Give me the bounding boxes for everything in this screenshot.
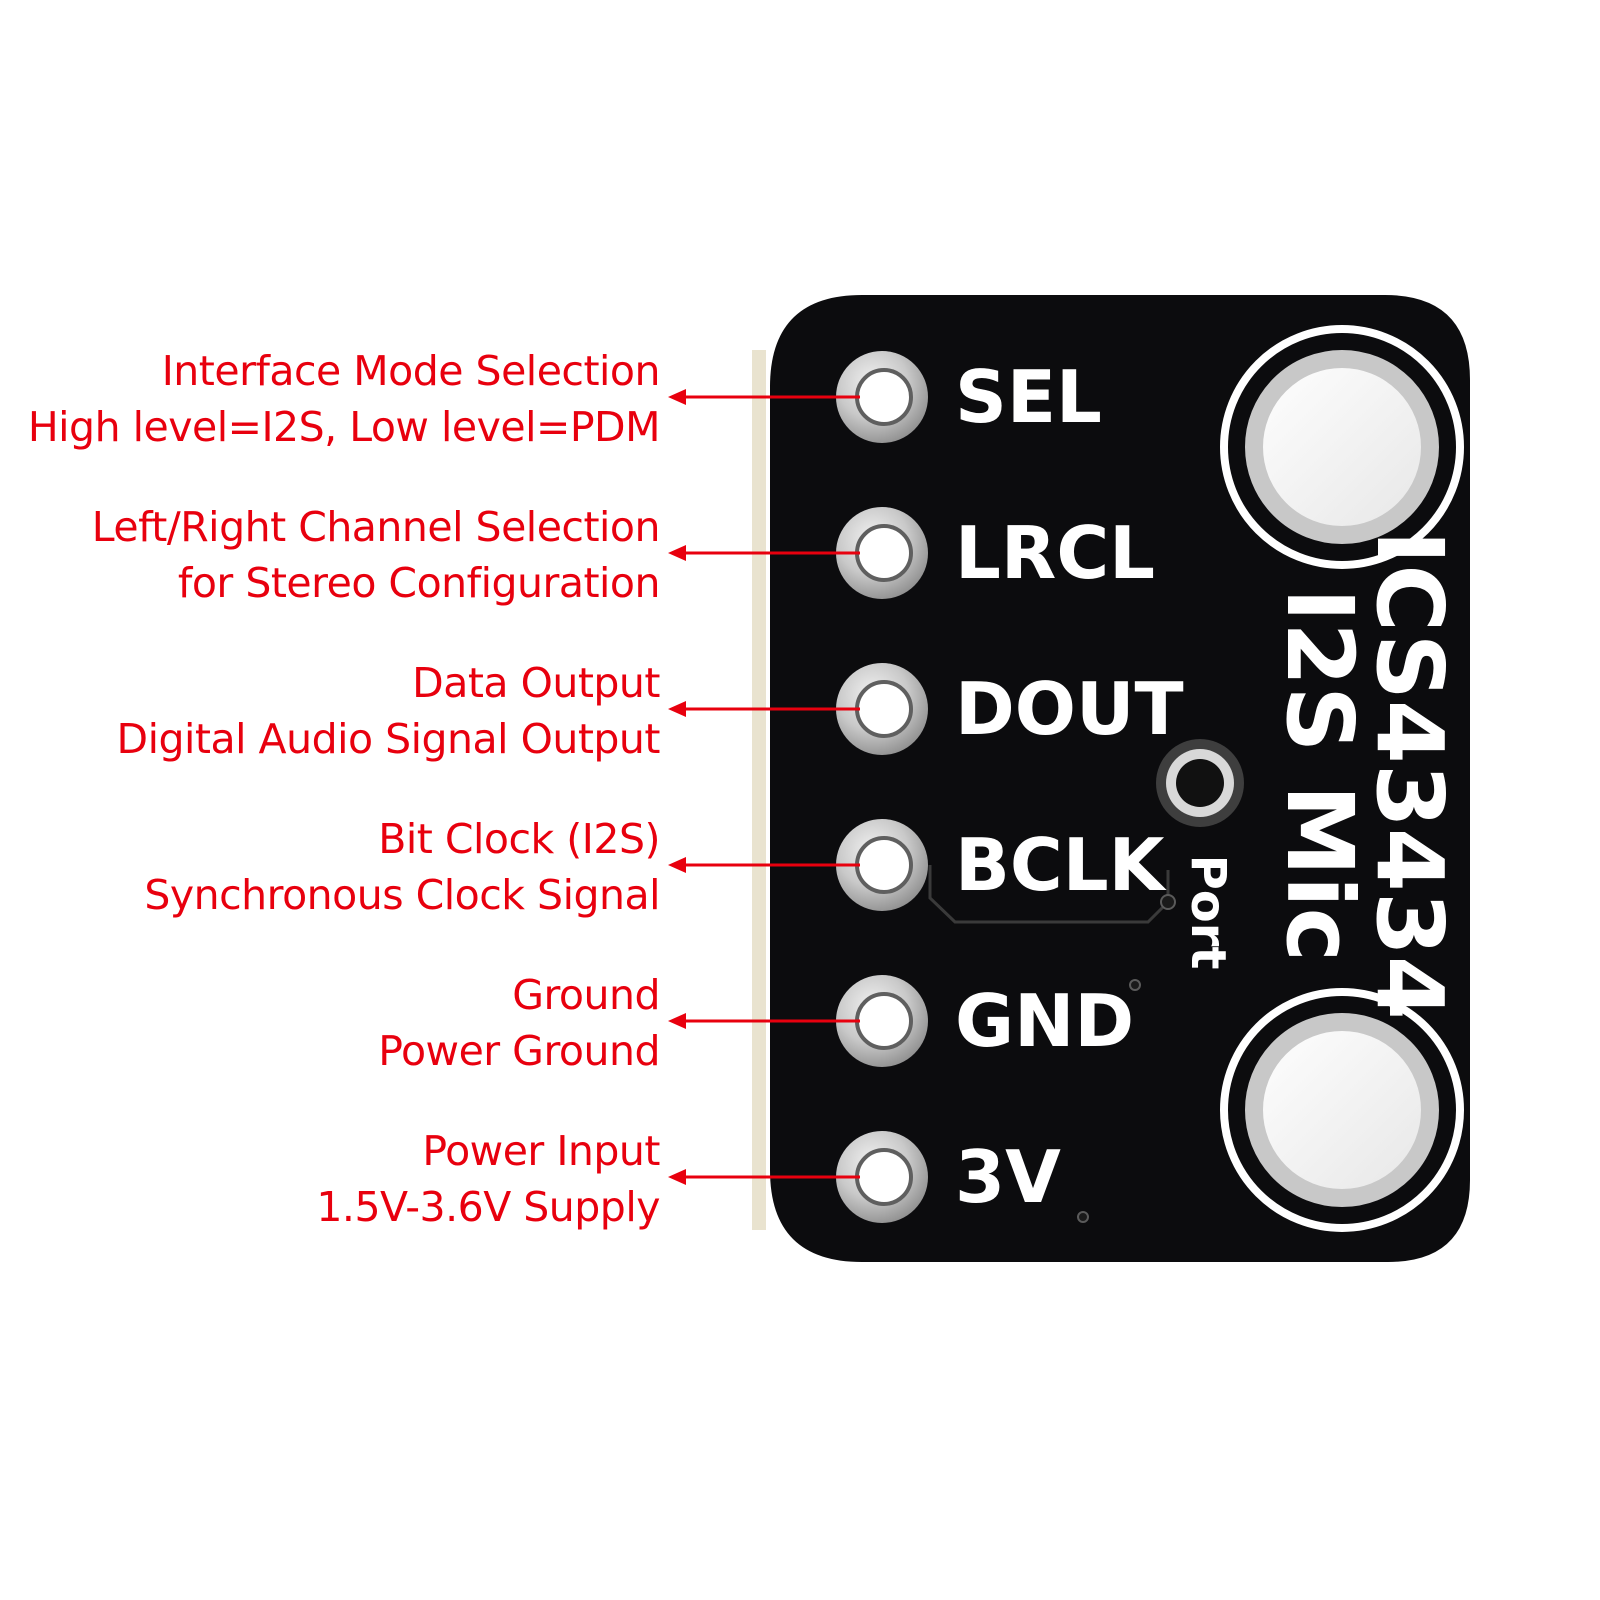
callout-detail: for Stereo Configuration	[177, 559, 661, 607]
callout-title: Ground	[512, 971, 660, 1019]
callout-title: Bit Clock (I2S)	[378, 815, 660, 863]
pin-label-sel: SEL	[955, 355, 1102, 439]
pin-label-3v: 3V	[955, 1135, 1061, 1219]
callout-title: Left/Right Channel Selection	[91, 503, 661, 551]
callout-3v: Power Input 1.5V-3.6V Supply	[20, 1123, 660, 1235]
mounting-hole-top	[1220, 325, 1464, 569]
pin-label-gnd: GND	[955, 979, 1134, 1063]
callout-lrcl: Left/Right Channel Selection for Stereo C…	[20, 499, 661, 611]
callout-detail: 1.5V-3.6V Supply	[316, 1183, 660, 1231]
callout-arrow	[668, 545, 860, 561]
pcb-body	[770, 295, 1470, 1262]
callout-title: Interface Mode Selection	[161, 347, 661, 395]
mounting-hole-bottom	[1220, 988, 1464, 1232]
pin-pad-3v	[836, 1131, 928, 1223]
via	[1077, 1211, 1089, 1223]
via	[1129, 979, 1141, 991]
callout-detail: Synchronous Clock Signal	[144, 871, 660, 919]
pin-pad-gnd	[836, 975, 928, 1067]
callout-arrow	[668, 1169, 860, 1185]
callout-title: Data Output	[412, 659, 660, 707]
pin-pad-sel	[836, 351, 928, 443]
callout-bclk: Bit Clock (I2S) Synchronous Clock Signal	[20, 811, 660, 923]
pin-pad-bclk	[836, 819, 928, 911]
callout-title: Power Input	[422, 1127, 660, 1175]
board-edge	[752, 350, 766, 1230]
callout-detail: Digital Audio Signal Output	[116, 715, 661, 763]
pin-label-lrcl: LRCL	[955, 511, 1155, 595]
pin-pad-lrcl	[836, 507, 928, 599]
callout-arrow	[668, 701, 860, 717]
callout-detail: High level=I2S, Low level=PDM	[27, 403, 661, 451]
callout-arrow	[668, 1013, 860, 1029]
via	[1160, 894, 1176, 910]
pin-label-bclk: BCLK	[955, 823, 1167, 907]
chip-label: ICS43434	[1356, 530, 1463, 1020]
mic-port	[1156, 739, 1244, 827]
pin-label-dout: DOUT	[955, 667, 1184, 751]
port-label: Port	[1180, 855, 1236, 970]
mic-label: I2S Mic	[1266, 588, 1373, 962]
callout-arrow	[668, 389, 860, 405]
callout-detail: Power Ground	[378, 1027, 660, 1075]
callout-arrow	[668, 857, 860, 873]
